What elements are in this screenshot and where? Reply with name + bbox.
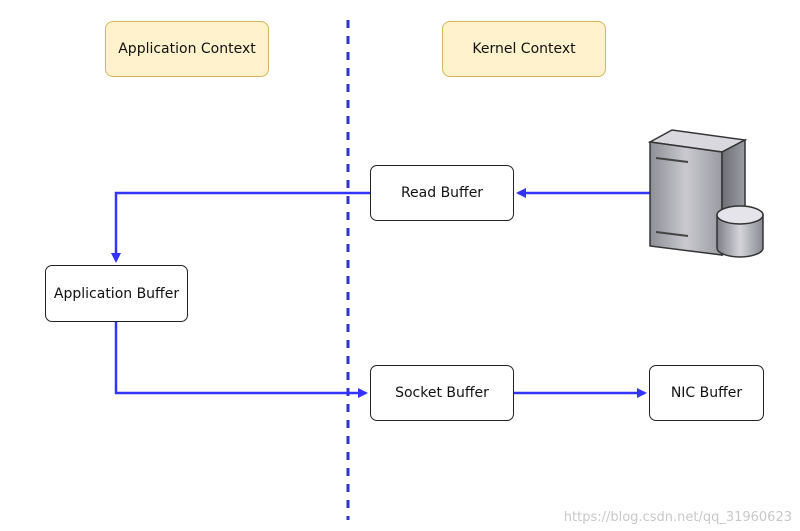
socket-buffer-box: Socket Buffer (370, 365, 514, 421)
application-context-text: Application Context (118, 41, 256, 57)
application-buffer-text: Application Buffer (53, 285, 180, 302)
application-buffer-box: Application Buffer (45, 265, 188, 322)
arrow-application-to-socket-buffer (114, 322, 368, 398)
read-buffer-text: Read Buffer (400, 185, 484, 201)
application-context-label: Application Context (105, 21, 269, 77)
watermark: https://blog.csdn.net/qq_31960623 (563, 510, 792, 525)
server-database-icon (647, 129, 764, 258)
arrow-read-to-application-buffer (111, 191, 370, 263)
kernel-context-label: Kernel Context (442, 21, 606, 77)
nic-buffer-box: NIC Buffer (649, 365, 764, 421)
socket-buffer-text: Socket Buffer (395, 385, 489, 401)
read-buffer-box: Read Buffer (370, 165, 514, 221)
nic-buffer-text: NIC Buffer (670, 385, 743, 401)
kernel-context-text: Kernel Context (472, 41, 576, 57)
